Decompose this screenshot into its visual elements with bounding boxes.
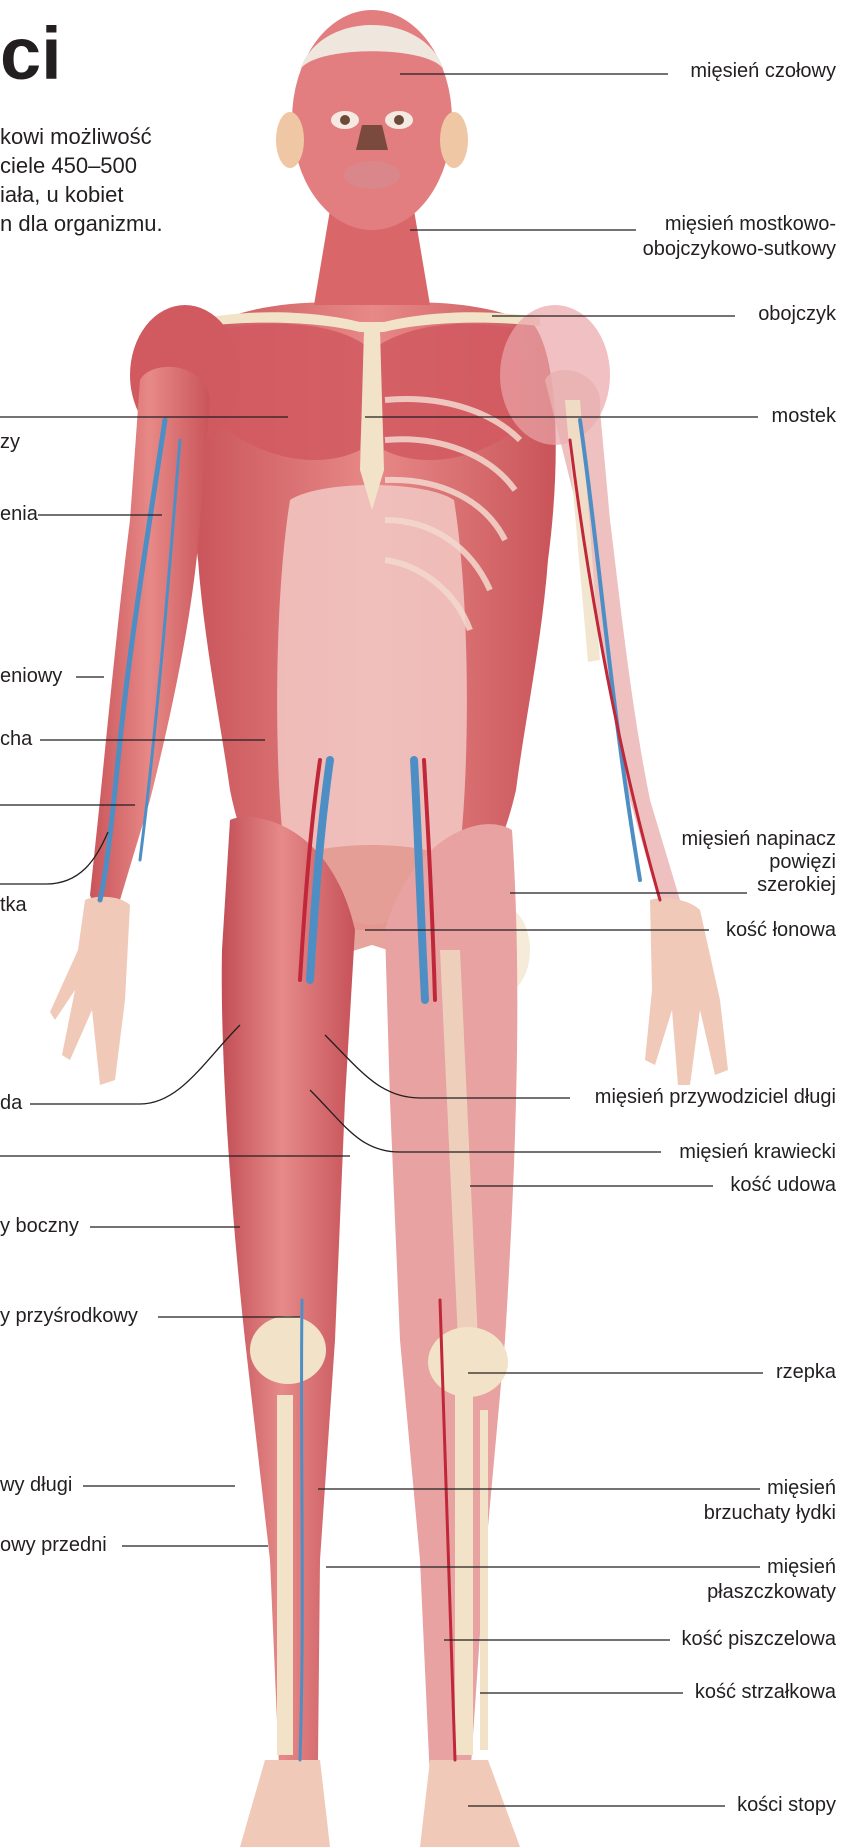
label-left-4: cha	[0, 727, 32, 752]
hand-right	[645, 898, 728, 1085]
label-foot-bones: kości stopy	[737, 1793, 836, 1818]
label-adductor: mięsień przywodziciel długi	[595, 1085, 836, 1110]
label-left-7: y boczny	[0, 1214, 79, 1239]
label-patella: rzepka	[776, 1360, 836, 1385]
label-frontalis: mięsień czołowy	[690, 59, 836, 84]
label-tibia: kość piszczelowa	[681, 1627, 836, 1652]
label-clavicle: obojczyk	[758, 302, 836, 327]
arm-left	[90, 367, 210, 906]
intro-line: n dla organizmu.	[0, 209, 163, 238]
ear-right	[440, 112, 468, 168]
label-left-9: wy długi	[0, 1473, 72, 1498]
page-title: ci	[0, 14, 62, 94]
label-left-2: enia	[0, 502, 38, 527]
intro-text: kowi możliwość ciele 450–500 iała, u kob…	[0, 122, 163, 238]
foot-left	[240, 1760, 330, 1847]
label-left-5: tka	[0, 893, 27, 918]
label-femur: kość udowa	[730, 1173, 836, 1198]
intro-line: ciele 450–500	[0, 151, 163, 180]
intro-line: iała, u kobiet	[0, 180, 163, 209]
label-left-3: eniowy	[0, 664, 62, 689]
label-fibula: kość strzałkowa	[695, 1680, 836, 1705]
label-left-10: owy przedni	[0, 1533, 107, 1558]
intro-line: kowi możliwość	[0, 122, 163, 151]
knee-left	[250, 1316, 326, 1384]
arm-right	[545, 370, 681, 910]
hand-left	[50, 897, 130, 1085]
body	[50, 10, 728, 1847]
label-left-6: da	[0, 1091, 22, 1116]
label-left-8: y przyśrodkowy	[0, 1304, 138, 1329]
label-sartorius: mięsień krawiecki	[679, 1140, 836, 1165]
label-sternum: mostek	[772, 404, 836, 429]
tibia-right	[455, 1395, 473, 1755]
fibula-right	[480, 1410, 488, 1750]
foot-right	[420, 1760, 520, 1847]
label-left-1: zy	[0, 430, 20, 455]
ear-left	[276, 112, 304, 168]
tibia-left	[277, 1395, 293, 1755]
label-pubis: kość łonowa	[726, 918, 836, 943]
label-scm: mięsień mostkowo-obojczykowo-sutkowy	[643, 212, 836, 262]
